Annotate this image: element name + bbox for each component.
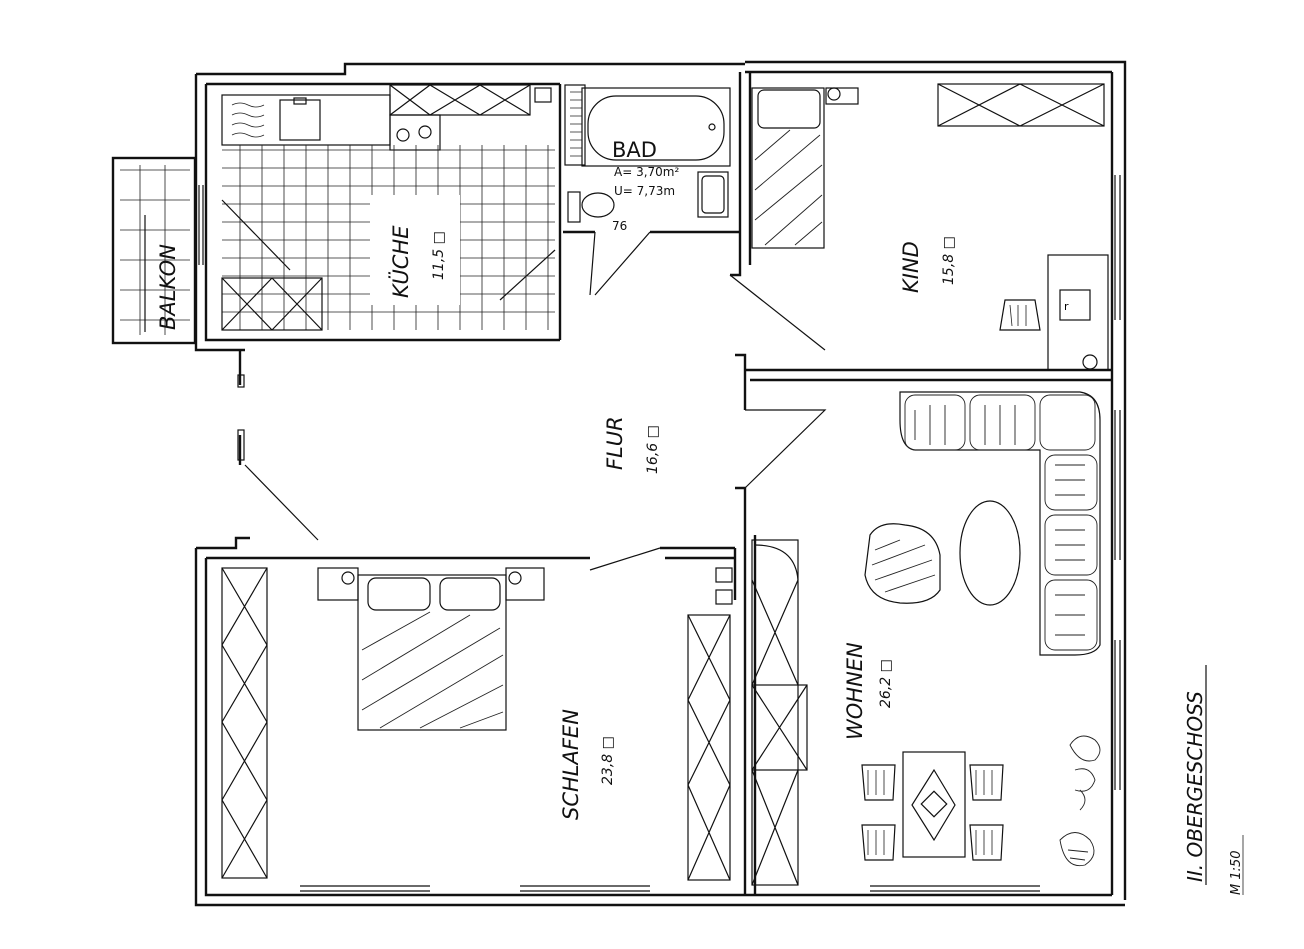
schlafen-label: SCHLAFEN [559, 709, 583, 820]
kind-label: KIND [899, 241, 923, 293]
hallway: FLUR 16,6 □ [603, 416, 661, 474]
balkon-label: BALKON [156, 244, 180, 330]
schlafen-room: SCHLAFEN 23,8 □ [221, 567, 733, 881]
flur-label: FLUR [603, 416, 627, 470]
wohnen-room: WOHNEN 26,2 □ [751, 391, 1101, 886]
door-swings [244, 231, 827, 571]
kueche-area: 11,5 □ [431, 231, 447, 280]
scale-label: M 1:50 [1229, 850, 1244, 895]
kind-area: 15,8 □ [941, 236, 957, 285]
desk-lamp-icon: r [1064, 300, 1069, 313]
bathroom: BAD A= 3,70m² U= 7,73m 76 [564, 84, 731, 233]
kitchen: KÜCHE 11,5 □ [221, 84, 555, 331]
wohnen-label: WOHNEN [843, 642, 867, 740]
bad-door-width: 76 [612, 219, 627, 233]
plan-title-block: II. OBERGESCHOSS M 1:50 [1183, 665, 1244, 895]
bad-perimeter: U= 7,73m [614, 184, 675, 198]
outer-walls [194, 60, 1127, 907]
flur-area: 16,6 □ [645, 425, 661, 474]
bad-area: A= 3,70m² [614, 165, 679, 179]
wohnen-area: 26,2 □ [878, 659, 894, 708]
kueche-label: KÜCHE [388, 225, 413, 298]
schlafen-area: 23,8 □ [600, 736, 616, 785]
kind-room: r KIND 15,8 □ [751, 83, 1109, 371]
plant-icon [1059, 735, 1101, 867]
windows [198, 175, 1121, 892]
balcony: BALKON [111, 156, 197, 345]
bad-label: BAD [612, 138, 657, 162]
floor-title: II. OBERGESCHOSS [1183, 691, 1207, 882]
